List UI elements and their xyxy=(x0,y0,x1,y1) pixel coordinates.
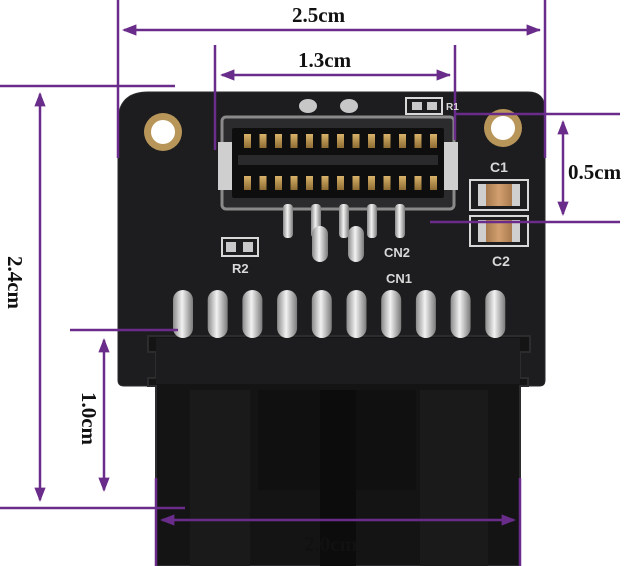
solder-lead-large xyxy=(312,226,328,262)
cn1-pin xyxy=(173,290,193,338)
cn1-pins xyxy=(173,290,506,338)
dim-label-connector-width: 2.0cm xyxy=(304,532,358,556)
mounting-hole-right xyxy=(484,109,522,147)
cn1-pin xyxy=(450,290,471,338)
socket-contact xyxy=(244,176,251,190)
cn1-pin xyxy=(381,290,402,338)
arrow xyxy=(557,201,569,216)
cn1-pin xyxy=(485,290,506,338)
dim-label-header-width: 1.3cm xyxy=(298,48,352,72)
socket-contact xyxy=(275,134,282,148)
socket-contact xyxy=(430,176,437,190)
cn1-pin xyxy=(277,290,298,338)
arrow xyxy=(436,69,451,81)
arrow xyxy=(122,24,137,36)
top-pads xyxy=(299,99,358,113)
silk-r1: R1 xyxy=(446,102,459,113)
solder-lead-large xyxy=(348,226,364,262)
dim-label-header-height: 0.5cm xyxy=(568,160,622,184)
cn2-contacts xyxy=(238,134,438,190)
socket-contact xyxy=(259,134,267,148)
solder-lead xyxy=(339,204,349,238)
socket-contact xyxy=(321,134,329,148)
silk-r2: R2 xyxy=(232,261,249,276)
arrow xyxy=(34,487,46,502)
cn1-connector-body xyxy=(147,335,531,566)
silk-c1: C1 xyxy=(490,159,508,175)
r1-footprint xyxy=(405,97,443,115)
cn1-pin xyxy=(346,290,367,338)
cn1-pin xyxy=(415,290,436,338)
socket-contact xyxy=(399,176,406,190)
socket-divider xyxy=(238,155,438,165)
socket-contact xyxy=(383,134,391,148)
capacitor-c2 xyxy=(469,215,529,247)
socket-contact xyxy=(306,134,313,148)
socket-contact xyxy=(430,134,437,148)
socket-contact xyxy=(244,134,251,148)
socket-contact xyxy=(352,176,360,190)
cn1-pin xyxy=(207,290,228,338)
arrow xyxy=(501,514,516,526)
socket-contact xyxy=(414,176,422,190)
arrow xyxy=(526,24,541,36)
socket-contact xyxy=(290,176,298,190)
arrow xyxy=(98,338,110,353)
cn1-pin xyxy=(242,290,263,338)
solder-lead xyxy=(283,204,293,238)
capacitor-c1 xyxy=(469,179,529,211)
arrow xyxy=(160,514,175,526)
dim-label-connector-height: 1.0cm xyxy=(77,391,102,446)
silk-cn2: CN2 xyxy=(384,245,411,260)
socket-contact xyxy=(399,134,406,148)
dim-label-overall-height: 2.4cm xyxy=(3,255,28,310)
cn2-solder-leads xyxy=(283,204,405,262)
socket-contact xyxy=(290,134,298,148)
dimension-lines xyxy=(0,0,620,566)
socket-contact xyxy=(383,176,391,190)
socket-contact xyxy=(368,134,375,148)
socket-contact xyxy=(414,134,422,148)
arrow xyxy=(220,69,235,81)
silk-cn1: CN1 xyxy=(386,271,413,286)
socket-contact xyxy=(368,176,375,190)
r2-footprint xyxy=(221,237,259,257)
socket-contact xyxy=(321,176,329,190)
cn1-pin xyxy=(311,290,332,338)
arrow xyxy=(34,92,46,107)
mounting-hole-left xyxy=(144,113,182,151)
socket-contact xyxy=(259,176,267,190)
arrow xyxy=(557,120,569,135)
silk-c2: C2 xyxy=(492,253,510,269)
socket-contact xyxy=(352,134,360,148)
socket-contact xyxy=(275,176,282,190)
arrow xyxy=(98,477,110,492)
solder-lead xyxy=(395,204,405,238)
dim-label-overall-width: 2.5cm xyxy=(292,3,346,27)
solder-lead xyxy=(367,204,377,238)
socket-contact xyxy=(337,134,344,148)
socket-contact xyxy=(337,176,344,190)
socket-contact xyxy=(306,176,313,190)
